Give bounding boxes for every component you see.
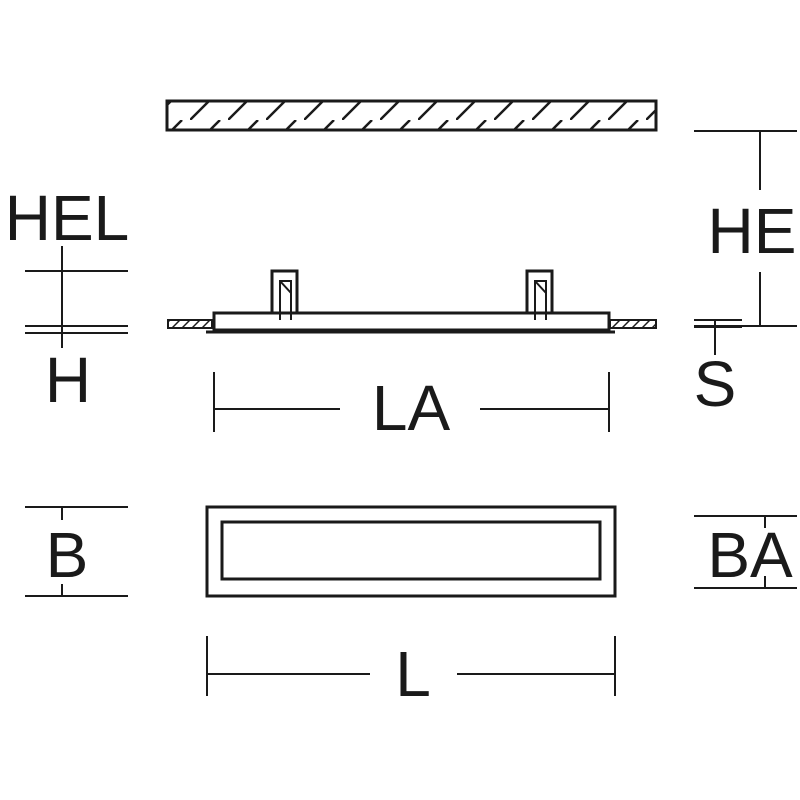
label-ba: BA	[707, 519, 793, 591]
ba-dimension	[694, 515, 797, 589]
s-dimension	[694, 319, 742, 355]
luminaire-top-view	[205, 505, 617, 598]
luminaire-side-view	[167, 269, 657, 334]
label-s: S	[694, 348, 737, 420]
label-b: B	[46, 519, 89, 591]
label-he: HE	[708, 195, 797, 267]
l-dimension	[206, 636, 616, 696]
la-dimension	[213, 372, 610, 432]
hel-dimension	[25, 246, 128, 348]
label-la: LA	[372, 372, 451, 444]
b-dimension	[25, 506, 128, 597]
label-l: L	[395, 638, 431, 710]
ceiling-slab	[165, 99, 658, 132]
label-hel: HEL	[5, 182, 130, 254]
label-h: H	[45, 344, 91, 416]
